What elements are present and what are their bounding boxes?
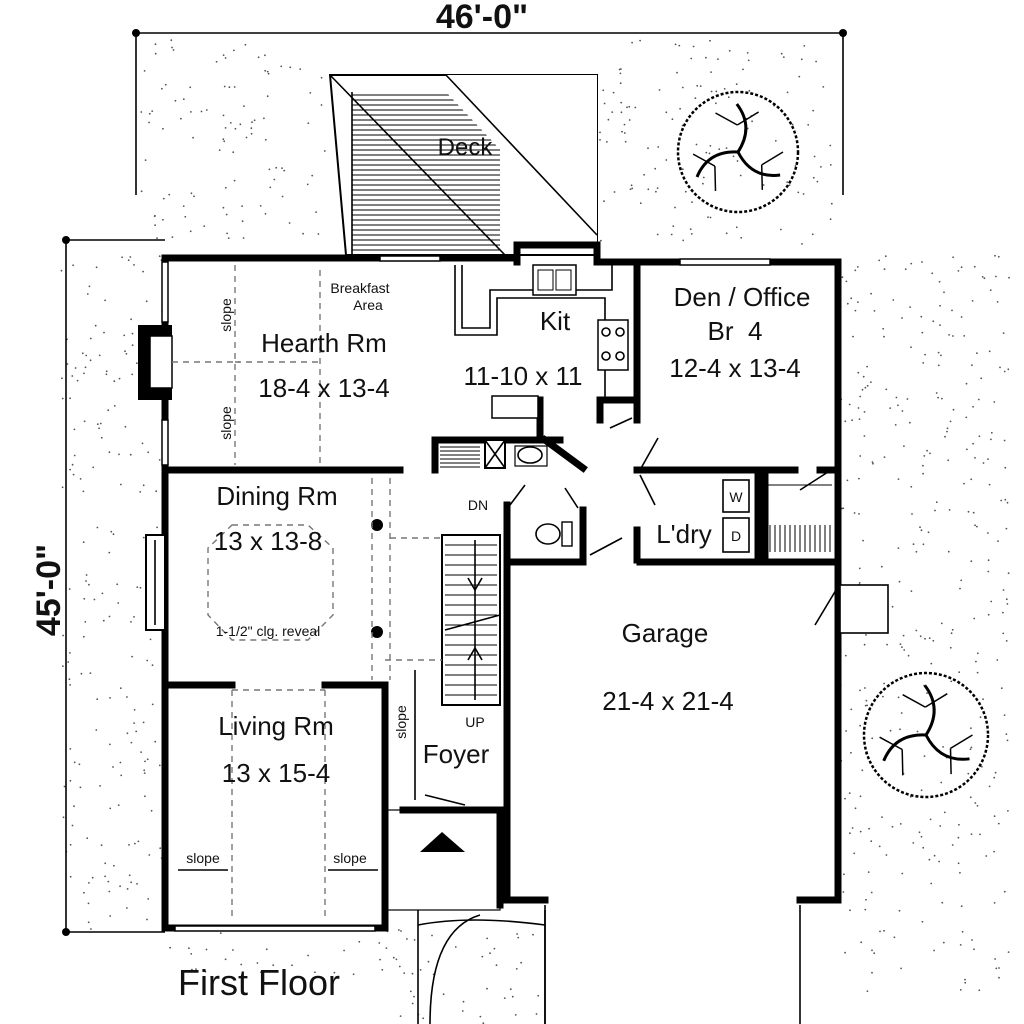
staircase	[441, 534, 501, 706]
laundry-name: L'dry	[656, 519, 712, 549]
stair-down-label: DN	[468, 497, 488, 513]
slope-label: slope	[218, 298, 234, 332]
floor-title: First Floor	[178, 962, 340, 1003]
powder-room-fixtures	[514, 445, 573, 547]
slope-label: slope	[393, 705, 409, 739]
breakfast-label-line1: Breakfast	[330, 280, 389, 296]
dining-ceiling-note: 1-1/2" clg. reveal	[216, 623, 321, 639]
garage-size: 21-4 x 21-4	[602, 686, 734, 716]
entry-porch	[385, 809, 546, 1024]
deck-label: Deck	[438, 134, 494, 161]
stair-up-label: UP	[465, 714, 484, 730]
deck	[328, 74, 598, 256]
dryer-label: D	[731, 528, 741, 544]
tree-icon	[676, 90, 800, 214]
hearth-room-name: Hearth Rm	[261, 328, 387, 358]
slope-lines	[178, 265, 416, 920]
dining-details	[207, 478, 442, 680]
windows	[145, 255, 771, 932]
door-swings	[424, 417, 837, 806]
den-name: Den / Office	[674, 282, 811, 312]
slope-label: slope	[186, 850, 220, 866]
depth-dimension-text: 45'-0"	[30, 544, 68, 636]
living-room-size: 13 x 15-4	[222, 758, 330, 788]
slope-label: slope	[218, 406, 234, 440]
living-room-name: Living Rm	[218, 711, 334, 741]
slope-label: slope	[333, 850, 367, 866]
hearth-room-size: 18-4 x 13-4	[258, 373, 390, 403]
landscape-texture	[60, 39, 1010, 1024]
depth-dimension-line	[62, 236, 165, 936]
pantry-closet	[440, 439, 506, 469]
den-size: 12-4 x 13-4	[669, 353, 801, 383]
garage-name: Garage	[622, 618, 709, 648]
fireplace	[138, 325, 240, 400]
driveway	[544, 905, 801, 1024]
washer-label: W	[729, 489, 743, 505]
width-dimension-text: 46'-0"	[436, 0, 528, 36]
laundry-appliances	[722, 479, 832, 553]
foyer-name: Foyer	[423, 739, 490, 769]
width-dimension-line	[132, 29, 847, 195]
breakfast-label-line2: Area	[353, 297, 383, 313]
kitchen-size: 11-10 x 11	[463, 361, 582, 391]
garage-side-stoop	[839, 584, 889, 634]
kitchen-counters	[454, 264, 629, 419]
dining-room-size: 13 x 13-8	[214, 526, 322, 556]
den-name-2: Br 4	[708, 316, 763, 346]
kitchen-name: Kit	[540, 306, 571, 336]
tree-icon	[862, 671, 990, 799]
dining-room-name: Dining Rm	[216, 481, 337, 511]
